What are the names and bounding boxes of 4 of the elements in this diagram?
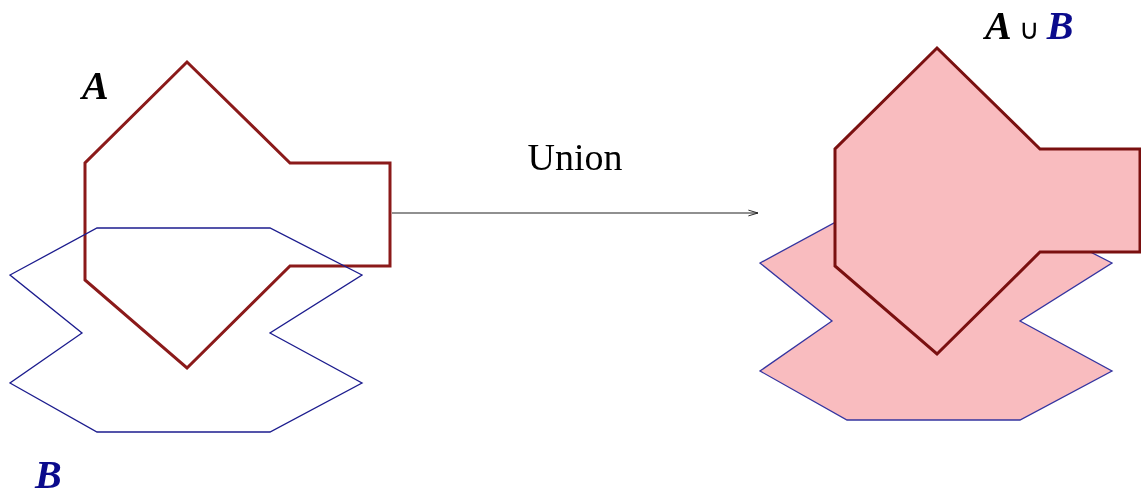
set-label: A ∪ B: [985, 6, 1074, 46]
arrow: [391, 209, 759, 217]
set-label: A: [82, 66, 109, 106]
set-label: B: [35, 455, 62, 495]
